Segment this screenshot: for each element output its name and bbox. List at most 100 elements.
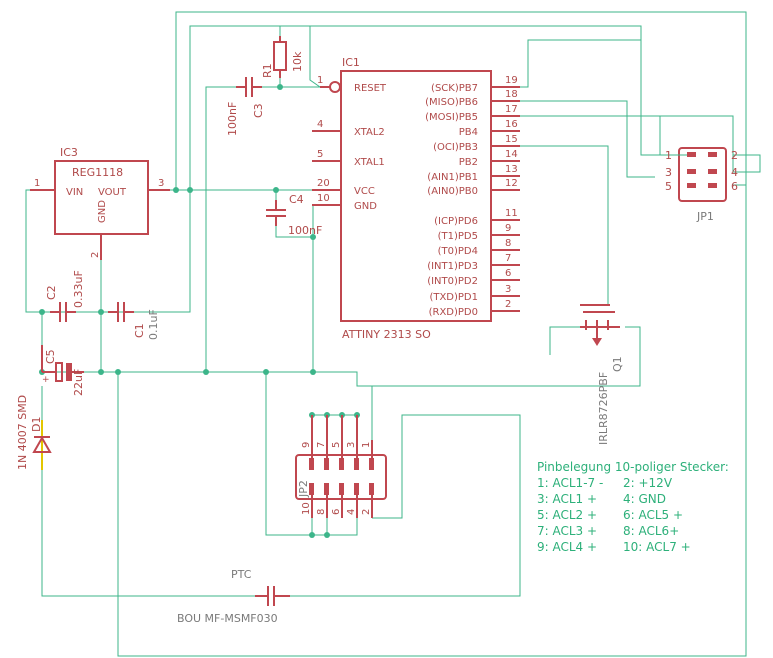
r1-value: 10k [291,51,304,72]
pinout-entry: 7: ACL3 + [537,524,597,538]
c1-capacitor: C1 0.1uF [108,302,160,340]
c2-value: 0.33uF [72,270,85,308]
ptc-name: PTC [231,568,252,581]
ic1-pin-number: 8 [505,238,511,249]
ic1-pin-number: 16 [505,119,518,130]
c2-capacitor: C2 0.33uF [45,270,85,322]
c3-capacitor: C3 100nF [226,77,265,136]
ic1-pin-name: XTAL1 [354,157,385,168]
c5-plus-icon: + [42,375,50,385]
r1-name: R1 [261,63,274,78]
ic3-pin-gnd: 2 [90,252,101,258]
jp2-name: JP2 [297,480,310,498]
c5-capacitor: + C5 22uF [41,345,85,396]
ic1-pin-number: 14 [505,149,518,160]
ic1-value: ATTINY 2313 SO [342,328,431,341]
jp1-connector: JP1 1 3 5 2 4 6 [655,147,738,223]
ic1-pin-name: PB4 [459,127,478,138]
ic1-pin-number: 10 [317,193,330,204]
ic1-pin-number: 13 [505,164,518,175]
pinout-note: Pinbelegung 10-poliger Stecker: 1: ACL1-… [537,460,729,554]
ic1-reset-inverter-icon [329,81,341,93]
jp2-pin-number: 1 [361,442,372,448]
ic1-pin-number: 1 [317,75,323,86]
c1-value: 0.1uF [147,309,160,340]
ic1-pin-number: 12 [505,178,518,189]
pinout-entry: 5: ACL2 + [537,508,597,522]
jp2-pin-number: 8 [316,509,327,515]
jp2-pin-number: 5 [331,442,342,448]
c5-name: C5 [44,349,57,364]
c2-name: C2 [45,285,58,300]
ic3-regulator: IC3 REG1118 VIN VOUT GND 1 3 2 [30,146,170,260]
jp1-name: JP1 [696,210,714,223]
c5-value: 22uF [72,369,85,396]
ic1-pin-number: 3 [505,284,511,295]
ic1-pin-number: 17 [505,104,518,115]
c3-name: C3 [252,103,265,118]
ic1-pin-name: (SCK)PB7 [431,83,478,94]
pinout-entry: 6: ACL5 + [623,508,683,522]
c1-name: C1 [133,323,146,338]
jp2-pin-number: 10 [301,502,312,515]
ic1-pin-number: 19 [505,75,518,86]
pinout-entry: 1: ACL1-7 - [537,476,603,490]
c4-name: C4 [289,193,304,206]
ic1-pin-name: (AIN0)PB0 [427,186,478,197]
jp2-pin-number: 4 [346,509,357,515]
ic1-pin-name: RESET [354,83,387,94]
ic3-name: IC3 [60,146,78,159]
jp1-pin-1: 1 [665,149,672,162]
jp1-pin-3: 3 [665,166,672,179]
ic1-pin-name: XTAL2 [354,127,385,138]
ic3-gnd: GND [97,200,108,223]
ic1-pin-name: (MOSI)PB5 [425,112,478,123]
ic1-pin-number: 11 [505,208,518,219]
ic1-attiny: IC1 ATTINY 2313 SO 1RESET4XTAL25XTAL120V… [312,56,520,341]
wires [25,11,761,657]
jp1-pin-4: 4 [731,166,738,179]
ic1-pin-number: 7 [505,253,511,264]
ptc-value: BOU MF-MSMF030 [177,612,278,625]
ic1-pin-number: 9 [505,223,511,234]
pinout-entry: 10: ACL7 + [623,540,691,554]
pinout-entry: 8: ACL6+ [623,524,679,538]
jp1-pin-6: 6 [731,180,738,193]
ic1-pin-name: (AIN1)PB1 [427,172,478,183]
ic1-pin-number: 18 [505,89,518,100]
ic1-pin-number: 2 [505,299,511,310]
ic1-pin-name: (TXD)PD1 [429,292,478,303]
q1-name: Q1 [611,356,624,372]
ic3-pin-in: 1 [34,178,40,189]
q1-mosfet: IRLR8726PBF Q1 [580,304,624,445]
r1-resistor: R1 10k [261,36,304,78]
ic1-pin-name: (T0)PD4 [438,246,478,257]
q1-value: IRLR8726PBF [597,372,610,445]
ic3-value: REG1118 [72,166,123,179]
ic1-pin-name: (INT0)PD2 [427,276,478,287]
jp2-pin-number: 7 [316,442,327,448]
ic1-pin-name: GND [354,201,377,212]
ic1-pin-number: 6 [505,268,511,279]
ic1-pin-number: 4 [317,119,323,130]
d1-value: 1N 4007 SMD [16,395,29,470]
ic3-pin-out: 3 [158,178,164,189]
c4-capacitor: C4 100nF [266,193,322,237]
ic1-right-pins: 19(SCK)PB718(MISO)PB617(MOSI)PB516PB415(… [425,75,520,318]
ic1-pin-name: (RXD)PD0 [429,307,478,318]
jp2-pin-number: 2 [361,509,372,515]
ic1-pin-name: (OCI)PB3 [433,142,478,153]
jp1-pin-5: 5 [665,180,672,193]
c4-value: 100nF [288,224,322,237]
pinout-entry: 9: ACL4 + [537,540,597,554]
ic1-name: IC1 [342,56,360,69]
pinout-entry: 3: ACL1 + [537,492,597,506]
ic1-pin-name: (INT1)PD3 [427,261,478,272]
jp2-pin-number: 3 [346,442,357,448]
ic1-pin-name: (MISO)PB6 [425,97,478,108]
c3-value: 100nF [226,102,239,136]
